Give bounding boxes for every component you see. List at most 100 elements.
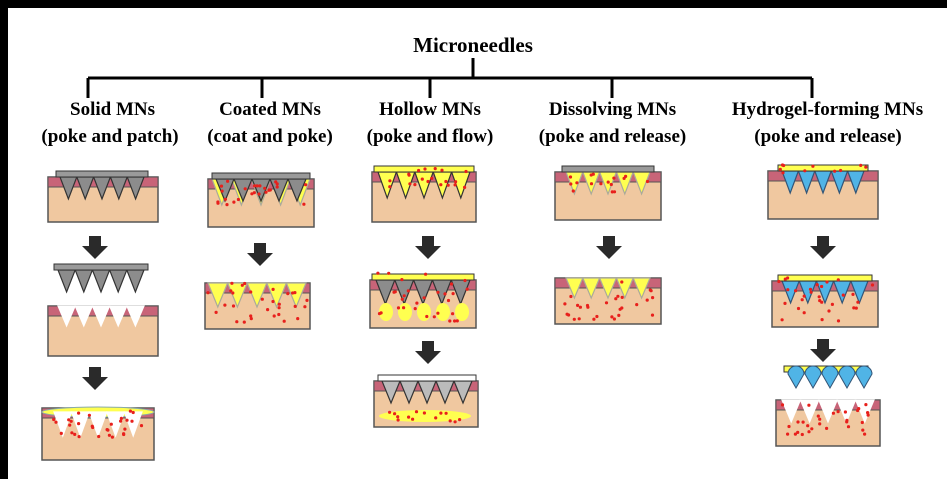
dissolving-step-1-drug-dot xyxy=(589,173,593,177)
hollow-step-3-drug-dot xyxy=(439,411,443,415)
hydrogel-step-3-drug-dot xyxy=(796,420,800,424)
hydrogel-step-3 xyxy=(775,365,881,447)
hollow-step-1-drug-dot xyxy=(440,168,444,172)
hollow-step-2-drug-dot xyxy=(376,271,380,275)
coated-step-1-drug-dot xyxy=(220,189,224,193)
hollow-step-2-drug-dot xyxy=(387,271,391,275)
coated-step-2 xyxy=(204,281,311,330)
hydrogel-step-3-drug-dot xyxy=(857,407,861,411)
dissolving-step-1-drug-dot xyxy=(589,182,594,186)
frame-border-left xyxy=(0,0,8,479)
hollow-step-1-drug-dot xyxy=(426,179,430,184)
coated-step-2-drug-dot xyxy=(231,291,235,295)
hollow-step-3-drug-dot xyxy=(414,410,419,414)
hollow-step-3-drug-dot xyxy=(422,411,426,415)
hydrogel-step-2-drug-dot xyxy=(841,293,845,297)
solid-step-3-hole-needle xyxy=(70,411,91,438)
dissolving-step-2-drug-dot xyxy=(576,303,580,307)
solid-step-2-hole-needle xyxy=(74,305,94,328)
dissolving-step-2-drug-dot xyxy=(649,289,653,293)
solid-step-2-hole-needle xyxy=(57,305,77,328)
solid-step-3-drug-dot xyxy=(107,433,111,437)
hydrogel-step-3-swollen-needle xyxy=(804,365,822,390)
coated-step-2-drug-dot xyxy=(242,320,246,324)
coated-step-1-drug-dot xyxy=(258,184,262,188)
hydrogel-step-1-drug-dot xyxy=(781,171,785,175)
hollow-step-1-drug-dot xyxy=(453,183,457,187)
solid-step-1 xyxy=(47,170,159,223)
hydrogel-step-2-drug-dot xyxy=(856,300,860,304)
solid-step-3-drug-dot xyxy=(119,416,123,420)
coated-step-1-drug-dot xyxy=(257,192,261,196)
coated-step-2-release-needle xyxy=(226,282,249,309)
hollow-step-3-drug-dot xyxy=(458,418,462,422)
dissolving-step-1-drug-dot xyxy=(606,180,610,184)
hydrogel-mn-mode: (poke and release) xyxy=(754,126,902,147)
hydrogel-step-2-drug-dot xyxy=(818,299,822,303)
solid-step-3-drug-dot xyxy=(119,419,123,423)
dissolving-step-1-drug-dot xyxy=(568,175,573,179)
coated-arrow-1-head xyxy=(247,253,273,266)
dissolving-step-1-drug-dot xyxy=(622,176,626,180)
hydrogel-step-2-drug-dot xyxy=(851,292,855,296)
coated-step-2-drug-dot xyxy=(231,304,236,308)
hollow-step-1-drug-dot xyxy=(417,168,421,173)
hollow-step-2-drug-dot xyxy=(436,290,440,294)
diagram-title: Microneedles xyxy=(413,33,533,57)
hollow-step-2-drug-dot xyxy=(451,312,455,316)
coated-step-2-drug-dot xyxy=(305,298,309,302)
hydrogel-step-3-drug-dot xyxy=(786,432,790,436)
solid-step-3-drug-dot xyxy=(59,431,63,435)
hydrogel-step-3-drug-dot xyxy=(793,432,798,436)
hollow-step-2 xyxy=(369,271,477,329)
coated-step-1-drug-dot xyxy=(275,182,279,186)
hollow-step-2-plume xyxy=(379,303,393,321)
solid-step-3-drug-dot xyxy=(110,435,114,439)
coated-step-2-release-needle xyxy=(285,282,307,309)
dissolving-step-2-release-needle xyxy=(581,277,601,300)
coated-step-2-drug-dot xyxy=(235,320,239,324)
coated-step-1-drug-dot xyxy=(255,184,259,188)
dissolving-step-2-release-needle xyxy=(632,277,651,300)
hydrogel-step-3-drug-dot xyxy=(866,411,870,415)
solid-step-2-hole-needle xyxy=(91,305,111,328)
hydrogel-step-2-drug-dot xyxy=(870,283,875,287)
dissolving-step-2-drug-dot xyxy=(612,317,617,321)
hydrogel-step-3-drug-dot xyxy=(836,410,840,414)
coated-step-1-drug-dot xyxy=(250,192,254,196)
dissolving-step-2-drug-dot xyxy=(592,317,596,321)
hydrogel-step-3-drug-dot xyxy=(863,432,867,436)
dissolving-step-2-drug-dot xyxy=(585,303,590,308)
solid-step-1-base-plate xyxy=(55,170,149,178)
coated-step-2-drug-dot xyxy=(229,289,233,293)
solid-arrow-1-head xyxy=(82,246,108,259)
hydrogel-step-2-drug-dot xyxy=(783,301,787,305)
solid-mn-title: Solid MNs xyxy=(70,99,155,120)
hydrogel-step-3-drug-dot xyxy=(816,414,820,418)
hydrogel-step-2-drug-dot xyxy=(827,309,831,313)
hollow-step-2-drug-dot xyxy=(436,311,440,315)
coated-step-2-drug-dot xyxy=(282,319,286,323)
hollow-step-2-drug-dot xyxy=(406,289,410,293)
coated-step-1 xyxy=(207,172,315,228)
dissolving-step-2-drug-dot xyxy=(610,315,614,319)
hollow-step-3 xyxy=(373,374,479,428)
hollow-step-2-drug-dot xyxy=(400,278,404,282)
coated-step-1-drug-dot xyxy=(225,203,229,207)
hollow-step-1-drug-dot xyxy=(388,185,392,189)
hollow-step-2-drug-dot xyxy=(465,287,469,291)
coated-step-2-drug-dot xyxy=(286,292,290,296)
solid-step-3-hole-needle xyxy=(88,411,108,438)
solid-step-2-hole-needle xyxy=(125,305,145,328)
dissolving-step-1-base-plate xyxy=(561,165,655,173)
solid-step-3-drug-dot xyxy=(125,418,129,422)
solid-step-3-drug-dot xyxy=(54,420,58,424)
solid-step-3-drug-dot xyxy=(139,424,144,428)
coated-step-1-drug-dot xyxy=(226,179,230,183)
solid-step-3-drug-dot xyxy=(77,435,81,439)
hollow-step-1-drug-dot xyxy=(454,180,458,184)
coated-arrow-1-shaft xyxy=(254,243,266,253)
hydrogel-step-3-drug-dot xyxy=(843,410,848,414)
hydrogel-step-1-drug-dot xyxy=(811,164,815,168)
